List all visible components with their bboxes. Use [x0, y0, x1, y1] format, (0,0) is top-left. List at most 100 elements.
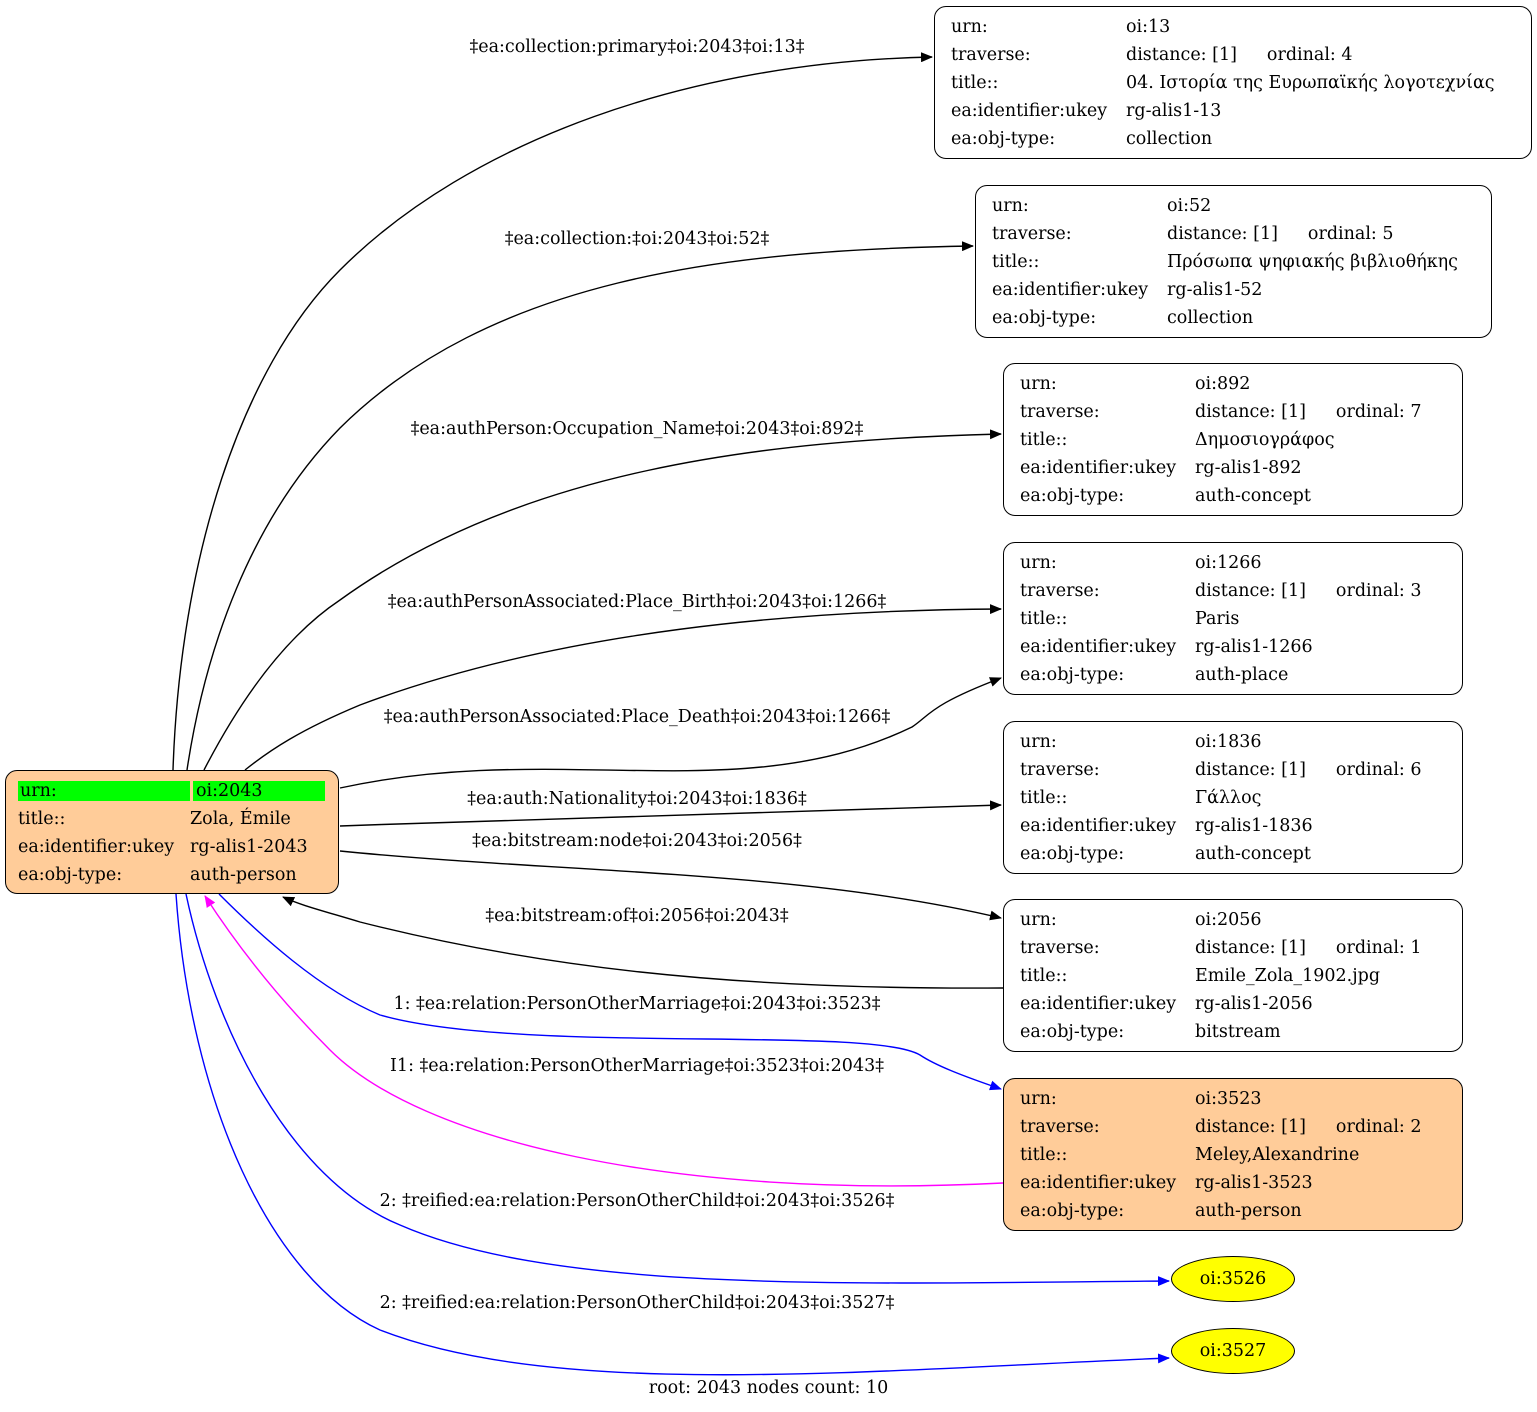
node-type-row: ea:obj-type:auth-person [1020, 1197, 1452, 1225]
root-urn-key: urn: [18, 781, 190, 801]
edge-label-11: 2: ‡reified:ea:relation:PersonOtherChild… [380, 1191, 895, 1211]
ukey-label: ea:identifier:ukey [951, 101, 1108, 121]
urn-value: oi:3523 [1195, 1089, 1262, 1109]
node-type-row: ea:obj-type:collection [951, 125, 1521, 153]
title-label: title:: [1020, 609, 1068, 629]
node-title-row: title::Δημοσιογράφος [1020, 426, 1452, 454]
node-urn-row: urn:oi:13 [951, 13, 1521, 41]
node-type-row: ea:obj-type:auth-concept [1020, 840, 1452, 868]
distance-value: distance: [1] [1195, 938, 1306, 958]
type-label: ea:obj-type: [1020, 665, 1125, 685]
node-oi-3526[interactable]: oi:3526 [1171, 1256, 1295, 1302]
node-traverse-row: traverse:distance: [1]ordinal: 5 [992, 220, 1481, 248]
node-oi-1266[interactable]: urn:oi:1266 traverse:distance: [1]ordina… [1003, 542, 1463, 695]
root-urn-value: oi:2043 [193, 781, 325, 801]
edge-label-6: ‡ea:auth:Nationality‡oi:2043‡oi:1836‡ [467, 789, 807, 809]
edge-label-4: ‡ea:authPersonAssociated:Place_Birth‡oi:… [388, 592, 887, 612]
root-ukey-row: ea:identifier:ukey rg-alis1-2043 [18, 833, 328, 861]
title-value: Πρόσωπα ψηφιακής βιβλιοθήκης [1167, 252, 1458, 272]
node-type-row: ea:obj-type:collection [992, 304, 1481, 332]
node-type-row: ea:obj-type: bitstream [1020, 1018, 1452, 1046]
edge-3 [203, 429, 1002, 771]
node-title-row: title::Paris [1020, 605, 1452, 633]
traverse-label: traverse: [1020, 938, 1100, 958]
title-value: Meley,Alexandrine [1195, 1145, 1360, 1165]
ordinal-value: ordinal: 4 [1266, 45, 1353, 65]
root-type-row: ea:obj-type: auth-person [18, 861, 328, 889]
type-value: collection [1167, 308, 1254, 328]
node-oi-3527[interactable]: oi:3527 [1171, 1328, 1295, 1374]
type-label: ea:obj-type: [1020, 1022, 1125, 1042]
root-title-row: title:: Zola, Émile [18, 805, 328, 833]
ordinal-value: ordinal: 1 [1335, 938, 1422, 958]
urn-value: oi:13 [1126, 17, 1171, 37]
type-value: auth-person [1195, 1201, 1302, 1221]
edge-label-1: ‡ea:collection:primary‡oi:2043‡oi:13‡ [469, 37, 804, 57]
node-urn-row: urn:oi:52 [992, 192, 1481, 220]
node-traverse-row: traverse:distance: [1]ordinal: 2 [1020, 1113, 1452, 1141]
ukey-label: ea:identifier:ukey [1020, 637, 1177, 657]
edge-8 [282, 896, 1004, 989]
node-title-row: title::Πρόσωπα ψηφιακής βιβλιοθήκης [992, 248, 1481, 276]
traverse-label: traverse: [1020, 402, 1100, 422]
node-traverse-row: traverse:distance: [1]ordinal: 4 [951, 41, 1521, 69]
edge-label-12: 2: ‡reified:ea:relation:PersonOtherChild… [380, 1293, 895, 1313]
ordinal-value: ordinal: 5 [1307, 224, 1394, 244]
distance-value: distance: [1] [1195, 402, 1306, 422]
node-oi-2056[interactable]: urn:oi:2056 traverse: distance: [1] ordina… [1003, 899, 1463, 1052]
title-label: title:: [1020, 1145, 1068, 1165]
edge-label-10: I1: ‡ea:relation:PersonOtherMarriage‡oi:… [390, 1056, 884, 1076]
edge-4 [244, 604, 1002, 771]
root-node[interactable]: urn: oi:2043 title:: Zola, Émile ea:iden… [5, 770, 339, 894]
node-oi-892[interactable]: urn:oi:892 traverse:distance: [1]ordinal… [1003, 363, 1463, 516]
edge-7 [339, 850, 1002, 921]
node-traverse-row: traverse:distance: [1]ordinal: 6 [1020, 756, 1452, 784]
edge-label-3: ‡ea:authPerson:Occupation_Name‡oi:2043‡o… [411, 419, 864, 439]
ordinal-value: ordinal: 2 [1335, 1117, 1422, 1137]
traverse-label: traverse: [1020, 581, 1100, 601]
urn-label: urn: [1020, 553, 1057, 573]
ukey-label: ea:identifier:ukey [992, 280, 1149, 300]
node-title-row: title::Emile_Zola_1902.jpg [1020, 962, 1452, 990]
edge-label-2: ‡ea:collection:‡oi:2043‡oi:52‡ [505, 229, 770, 249]
node-oi-13[interactable]: urn:oi:13 traverse:distance: [1]ordinal:… [934, 6, 1532, 159]
traverse-label: traverse: [951, 45, 1031, 65]
root-ukey-key: ea:identifier:ukey [18, 837, 175, 857]
ordinal-value: ordinal: 7 [1335, 402, 1422, 422]
edge-12 [175, 893, 1170, 1376]
title-value: Δημοσιογράφος [1195, 430, 1335, 450]
graph-footer: root: 2043 nodes count: 10 [648, 1378, 889, 1398]
type-label: ea:obj-type: [951, 129, 1056, 149]
node-type-row: ea:obj-type:auth-concept [1020, 482, 1452, 510]
title-label: title:: [992, 252, 1040, 272]
urn-value: oi:2056 [1195, 910, 1262, 930]
edge-label-7: ‡ea:bitstream:node‡oi:2043‡oi:2056‡ [472, 831, 802, 851]
root-type-key: ea:obj-type: [18, 865, 123, 885]
node-urn-row: urn: oi:1266 [1020, 549, 1452, 577]
urn-value: oi:1266 [1195, 553, 1262, 573]
node-oi-52[interactable]: urn:oi:52 traverse:distance: [1]ordinal:… [975, 185, 1492, 338]
title-label: title:: [1020, 788, 1068, 808]
edge-9 [218, 893, 1002, 1091]
edge-10 [204, 895, 1004, 1187]
ukey-label: ea:identifier:ukey [1020, 1173, 1177, 1193]
ukey-value: rg-alis1-13 [1126, 101, 1222, 121]
node-oi-3523[interactable]: urn:oi:3523 traverse:distance: [1]ordina… [1003, 1078, 1463, 1231]
type-value: bitstream [1195, 1022, 1281, 1042]
ordinal-value: ordinal: 6 [1335, 760, 1422, 780]
ukey-value: rg-alis1-892 [1195, 458, 1302, 478]
urn-label: urn: [1020, 374, 1057, 394]
title-label: title:: [1020, 430, 1068, 450]
node-urn-row: urn:oi:3523 [1020, 1085, 1452, 1113]
distance-value: distance: [1] [1195, 581, 1306, 601]
node-urn-row: urn:oi:2056 [1020, 906, 1452, 934]
node-oi-1836[interactable]: urn:oi:1836 traverse:distance: [1]ordina… [1003, 721, 1463, 874]
edge-6 [339, 800, 1002, 827]
edge-label-8: ‡ea:bitstream:of‡oi:2056‡oi:2043‡ [485, 906, 789, 926]
node-type-row: ea:obj-type:auth-place [1020, 661, 1452, 689]
